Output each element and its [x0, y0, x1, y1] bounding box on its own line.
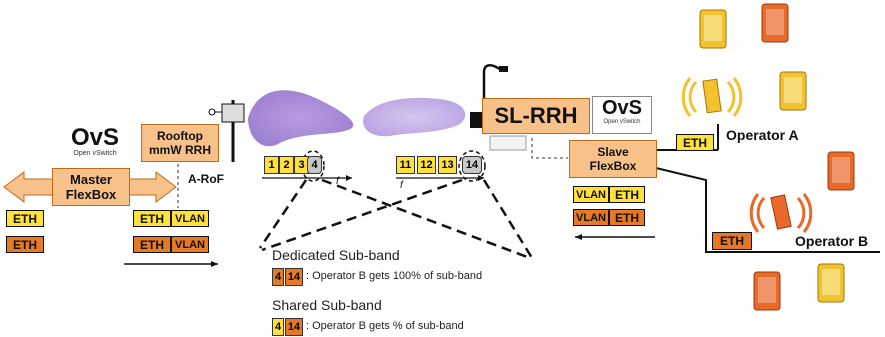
- slave-flexbox-label-2: FlexBox: [589, 159, 637, 173]
- subband-chip-selected: 4: [307, 156, 322, 174]
- subband-chip: 2: [279, 156, 294, 174]
- subband-chip: 13: [438, 156, 457, 174]
- ovs-logo-caption: Open vSwitch: [73, 150, 117, 157]
- beam-right: [363, 97, 466, 137]
- eth-badge: ETH: [6, 210, 44, 227]
- arof-label: A-RoF: [188, 172, 224, 186]
- lamp-post: [482, 64, 503, 120]
- freq-label: f: [336, 176, 339, 187]
- subband-chip: 12: [417, 156, 436, 174]
- beam-left: [248, 90, 354, 147]
- rooftop-rrh-label-2: mmW RRH: [149, 143, 211, 157]
- phone-icon: [753, 271, 781, 311]
- eth-badge: ETH: [676, 134, 714, 151]
- freq-label: f: [400, 180, 403, 191]
- legend-chip: 4: [272, 318, 284, 336]
- rooftop-antenna: [221, 103, 245, 123]
- legend-chip: 14: [285, 318, 303, 336]
- slave-flexbox-label-1: Slave: [597, 145, 629, 159]
- phone-icon: [699, 9, 727, 49]
- legend-chip: 14: [285, 268, 303, 286]
- operator-b-label: Operator B: [795, 233, 869, 249]
- sl-rrh-port: [489, 135, 527, 151]
- ovs-logo-left: OvS Open vSwitch: [60, 124, 130, 158]
- sl-rrh-label: SL-RRH: [494, 103, 578, 128]
- vlan-badge: VLAN: [171, 236, 209, 253]
- phone-icon: [817, 263, 845, 303]
- chip14-highlight: [458, 150, 486, 182]
- eth-badge: ETH: [609, 209, 645, 226]
- eth-badge: ETH: [6, 236, 44, 253]
- ovs-logo-caption: Open vSwitch: [603, 119, 641, 125]
- ovs-logo-text: OvS: [601, 97, 643, 119]
- slave-flexbox: Slave FlexBox: [569, 140, 657, 178]
- operator-b-antenna: [749, 193, 813, 233]
- phone-icon: [827, 151, 855, 191]
- chip4-highlight: [301, 150, 325, 182]
- subband-chip: 1: [264, 156, 279, 174]
- eth-badge: ETH: [609, 186, 645, 203]
- operator-a-label: Operator A: [726, 127, 799, 143]
- eth-badge: ETH: [133, 210, 171, 227]
- master-flexbox: Master FlexBox: [52, 168, 130, 206]
- sl-rrh: SL-RRH: [482, 98, 590, 134]
- slave-to-operator-b: [655, 167, 880, 253]
- shared-subband-title: Shared Sub-band: [272, 297, 382, 313]
- ovs-logo-text: OvS: [70, 124, 120, 151]
- legend-chip: 4: [272, 268, 284, 286]
- vlan-badge: VLAN: [171, 210, 209, 227]
- master-flexbox-label-2: FlexBox: [65, 187, 117, 202]
- rooftop-rrh-label-1: Rooftop: [157, 129, 203, 143]
- dedicated-subband-desc: : Operator B gets 100% of sub-band: [306, 270, 483, 282]
- vlan-badge: VLAN: [573, 209, 609, 226]
- dedicated-subband-title: Dedicated Sub-band: [272, 247, 400, 263]
- rooftop-rrh: Rooftop mmW RRH: [141, 124, 219, 162]
- phone-icon: [779, 71, 807, 111]
- subband-chip: 11: [396, 156, 415, 174]
- eth-badge: ETH: [712, 232, 752, 250]
- shared-subband-desc: : Operator B gets % of sub-band: [306, 320, 464, 332]
- vlan-badge: VLAN: [573, 186, 609, 203]
- master-flexbox-label-1: Master: [70, 172, 112, 187]
- operator-a-antenna: [681, 77, 743, 117]
- ovs-logo-right: OvS Open vSwitch: [592, 96, 652, 134]
- eth-badge: ETH: [133, 236, 171, 253]
- subband-chip-selected: 14: [462, 156, 482, 174]
- phone-icon: [761, 3, 789, 43]
